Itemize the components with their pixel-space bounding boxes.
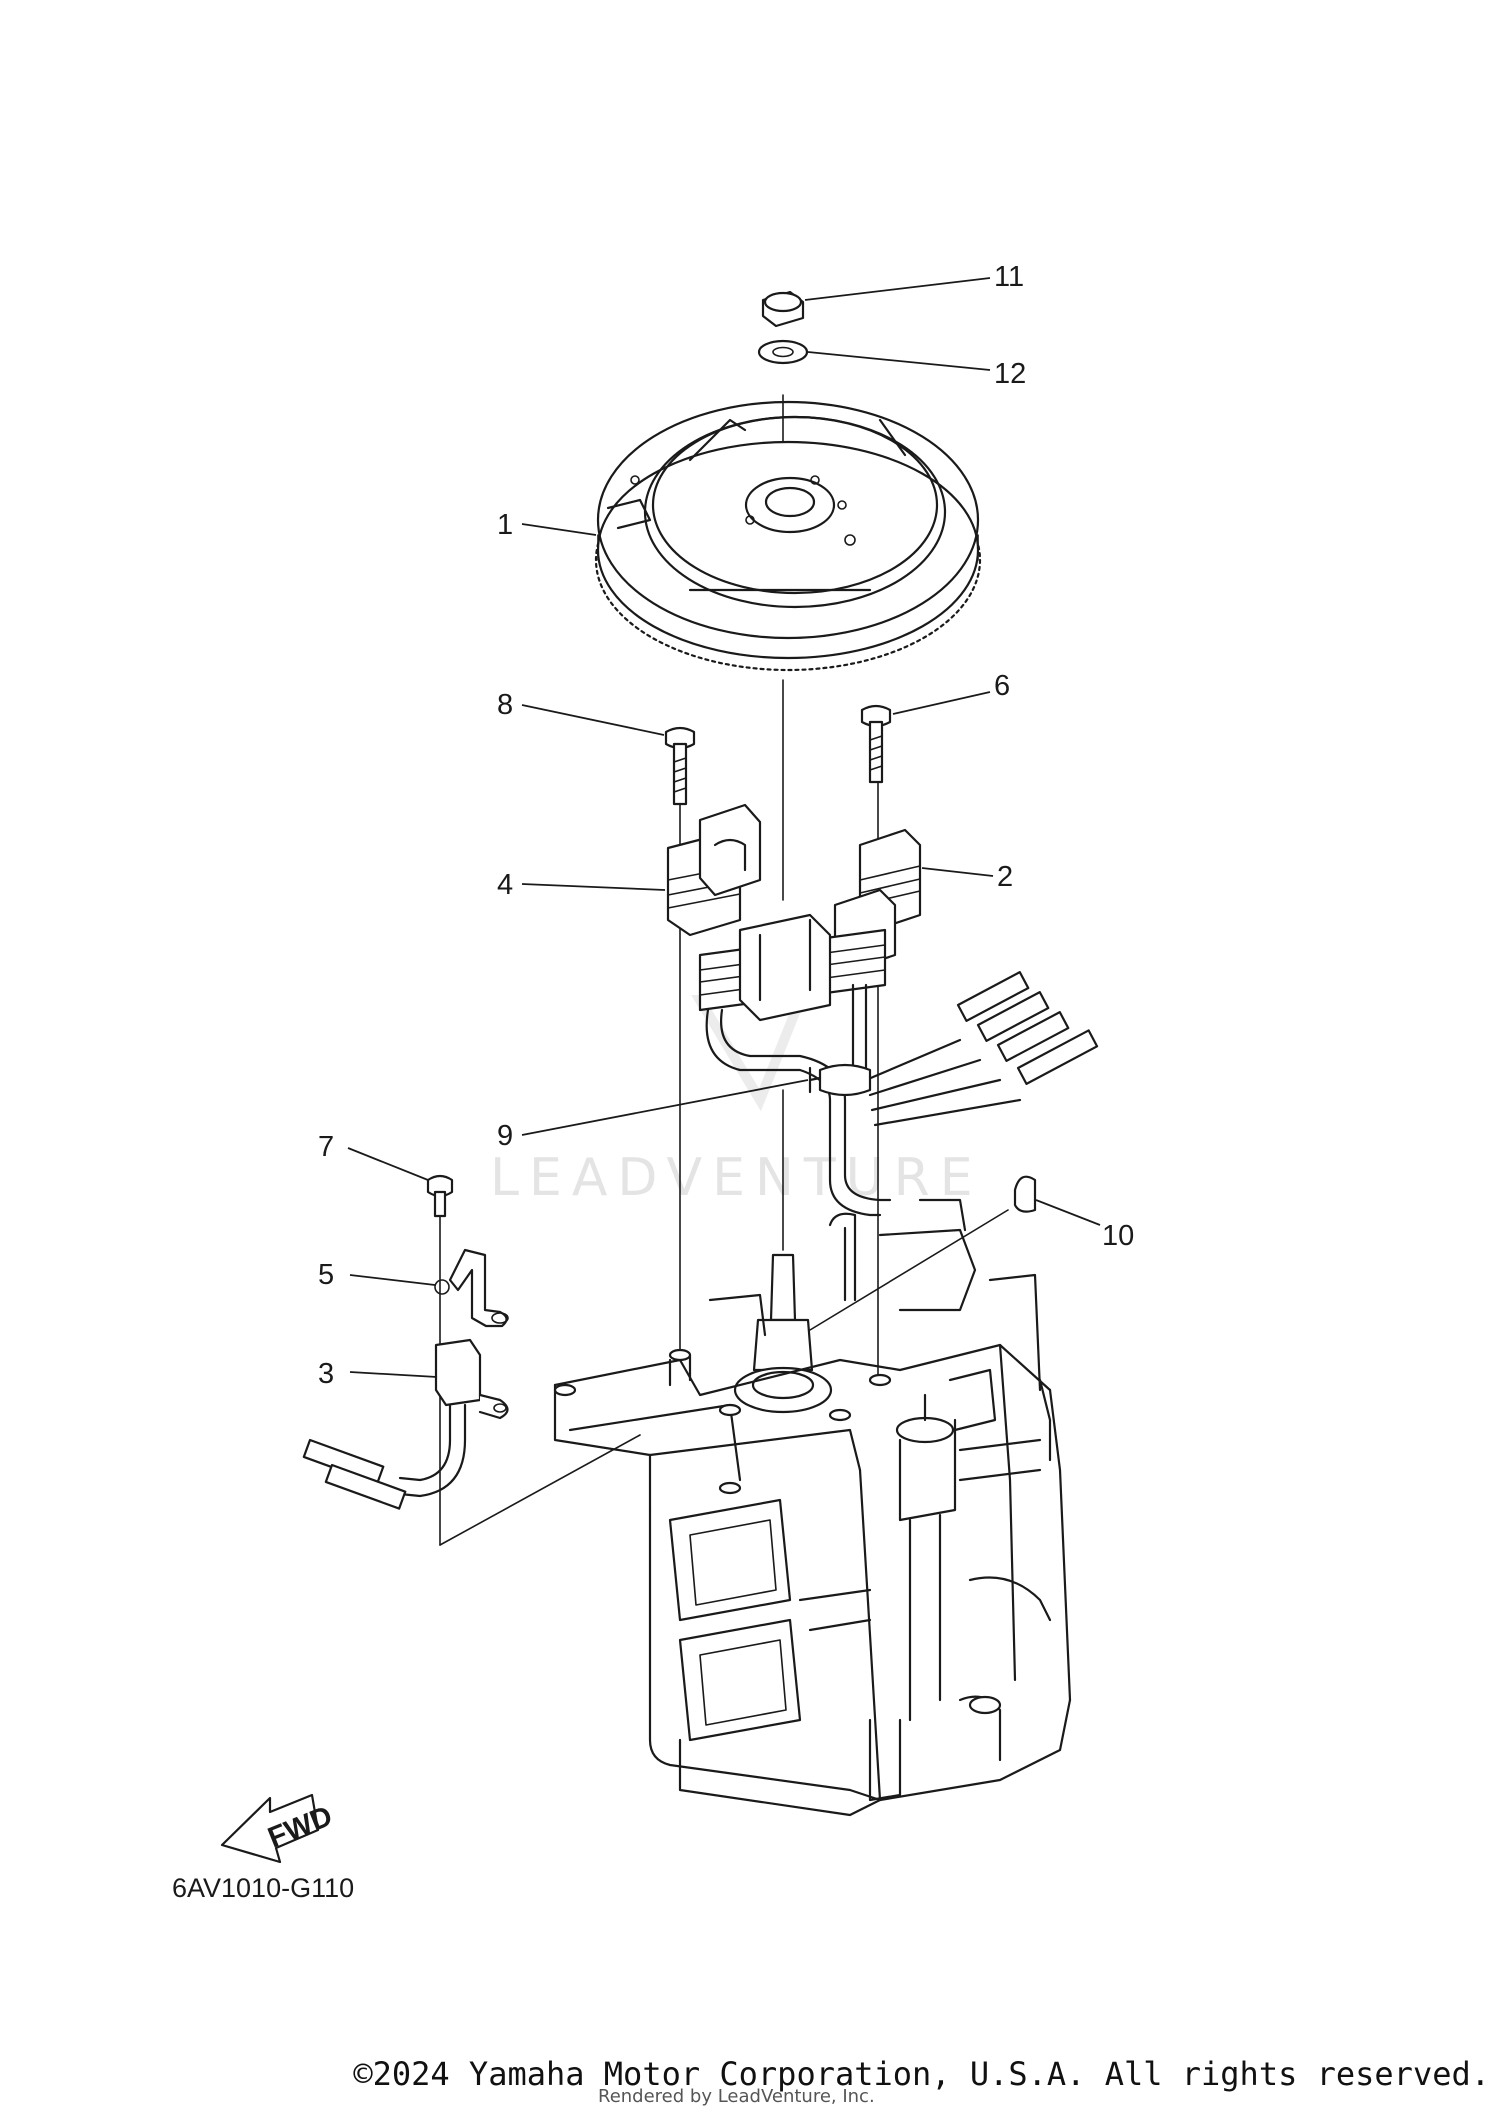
callout-11: 11 xyxy=(994,261,1024,293)
part-flywheel xyxy=(594,400,982,672)
callout-7: 7 xyxy=(318,1131,334,1163)
watermark: LEADVENTURE xyxy=(490,995,983,1208)
part-bolt-right xyxy=(860,704,892,784)
callout-10: 10 xyxy=(1102,1220,1134,1252)
part-nut xyxy=(761,290,805,328)
callout-2: 2 xyxy=(997,861,1013,893)
part-bracket xyxy=(434,1248,509,1328)
callout-12: 12 xyxy=(994,358,1026,390)
rendered-by-notice: Rendered by LeadVenture, Inc. xyxy=(598,2086,875,2107)
part-washer xyxy=(757,339,809,365)
engine-block xyxy=(553,1198,1072,1817)
part-key xyxy=(1013,1175,1037,1213)
callout-1: 1 xyxy=(497,509,513,541)
callout-3: 3 xyxy=(318,1358,334,1390)
part-bolt-left xyxy=(664,726,696,806)
callout-4: 4 xyxy=(497,869,513,901)
callout-8: 8 xyxy=(497,689,513,721)
watermark-text: LEADVENTURE xyxy=(490,1148,983,1208)
callout-6: 6 xyxy=(994,670,1010,702)
copyright-notice: ©2024 Yamaha Motor Corporation, U.S.A. A… xyxy=(353,2055,1490,2093)
part-screw xyxy=(426,1174,454,1218)
callout-9: 9 xyxy=(497,1120,513,1152)
part-clamp xyxy=(808,1063,872,1097)
part-pulser-coil xyxy=(302,1338,509,1510)
callout-5: 5 xyxy=(318,1259,334,1291)
fwd-arrow: FWD xyxy=(220,1793,337,1864)
part-stator-assembly xyxy=(666,803,1099,1217)
diagram-code: 6AV1010-G110 xyxy=(172,1873,354,1903)
callouts: 1 2 3 4 5 6 7 8 9 10 11 12 xyxy=(318,261,1134,1390)
